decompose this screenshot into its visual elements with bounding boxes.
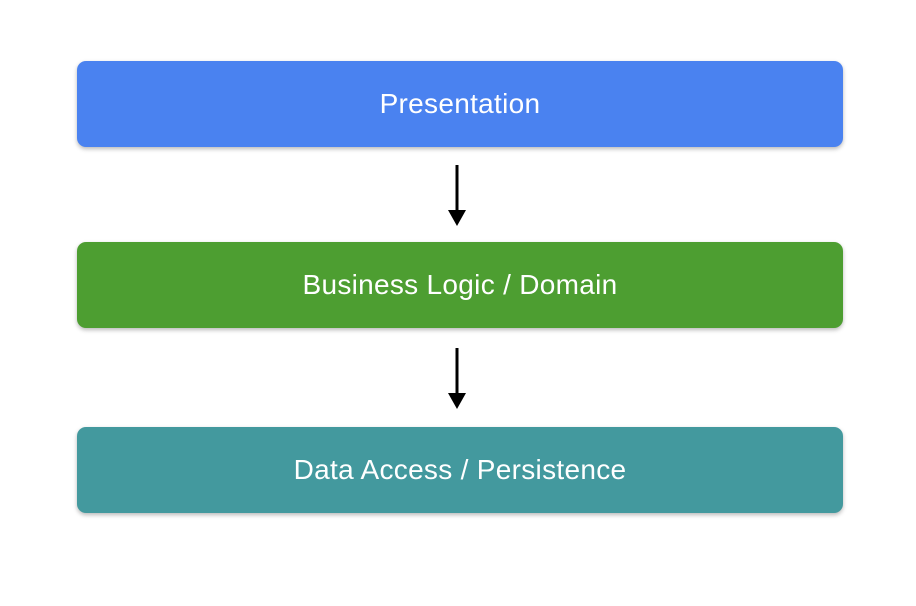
layer-box-data-access: Data Access / Persistence	[77, 427, 843, 513]
down-arrow-icon	[448, 348, 466, 409]
down-arrow-icon	[448, 165, 466, 226]
layer-box-presentation: Presentation	[77, 61, 843, 147]
layer-box-business-logic: Business Logic / Domain	[77, 242, 843, 328]
layer-label-data-access: Data Access / Persistence	[293, 454, 627, 485]
layer-label-business-logic: Business Logic / Domain	[302, 269, 618, 300]
layer-label-presentation: Presentation	[379, 88, 541, 119]
